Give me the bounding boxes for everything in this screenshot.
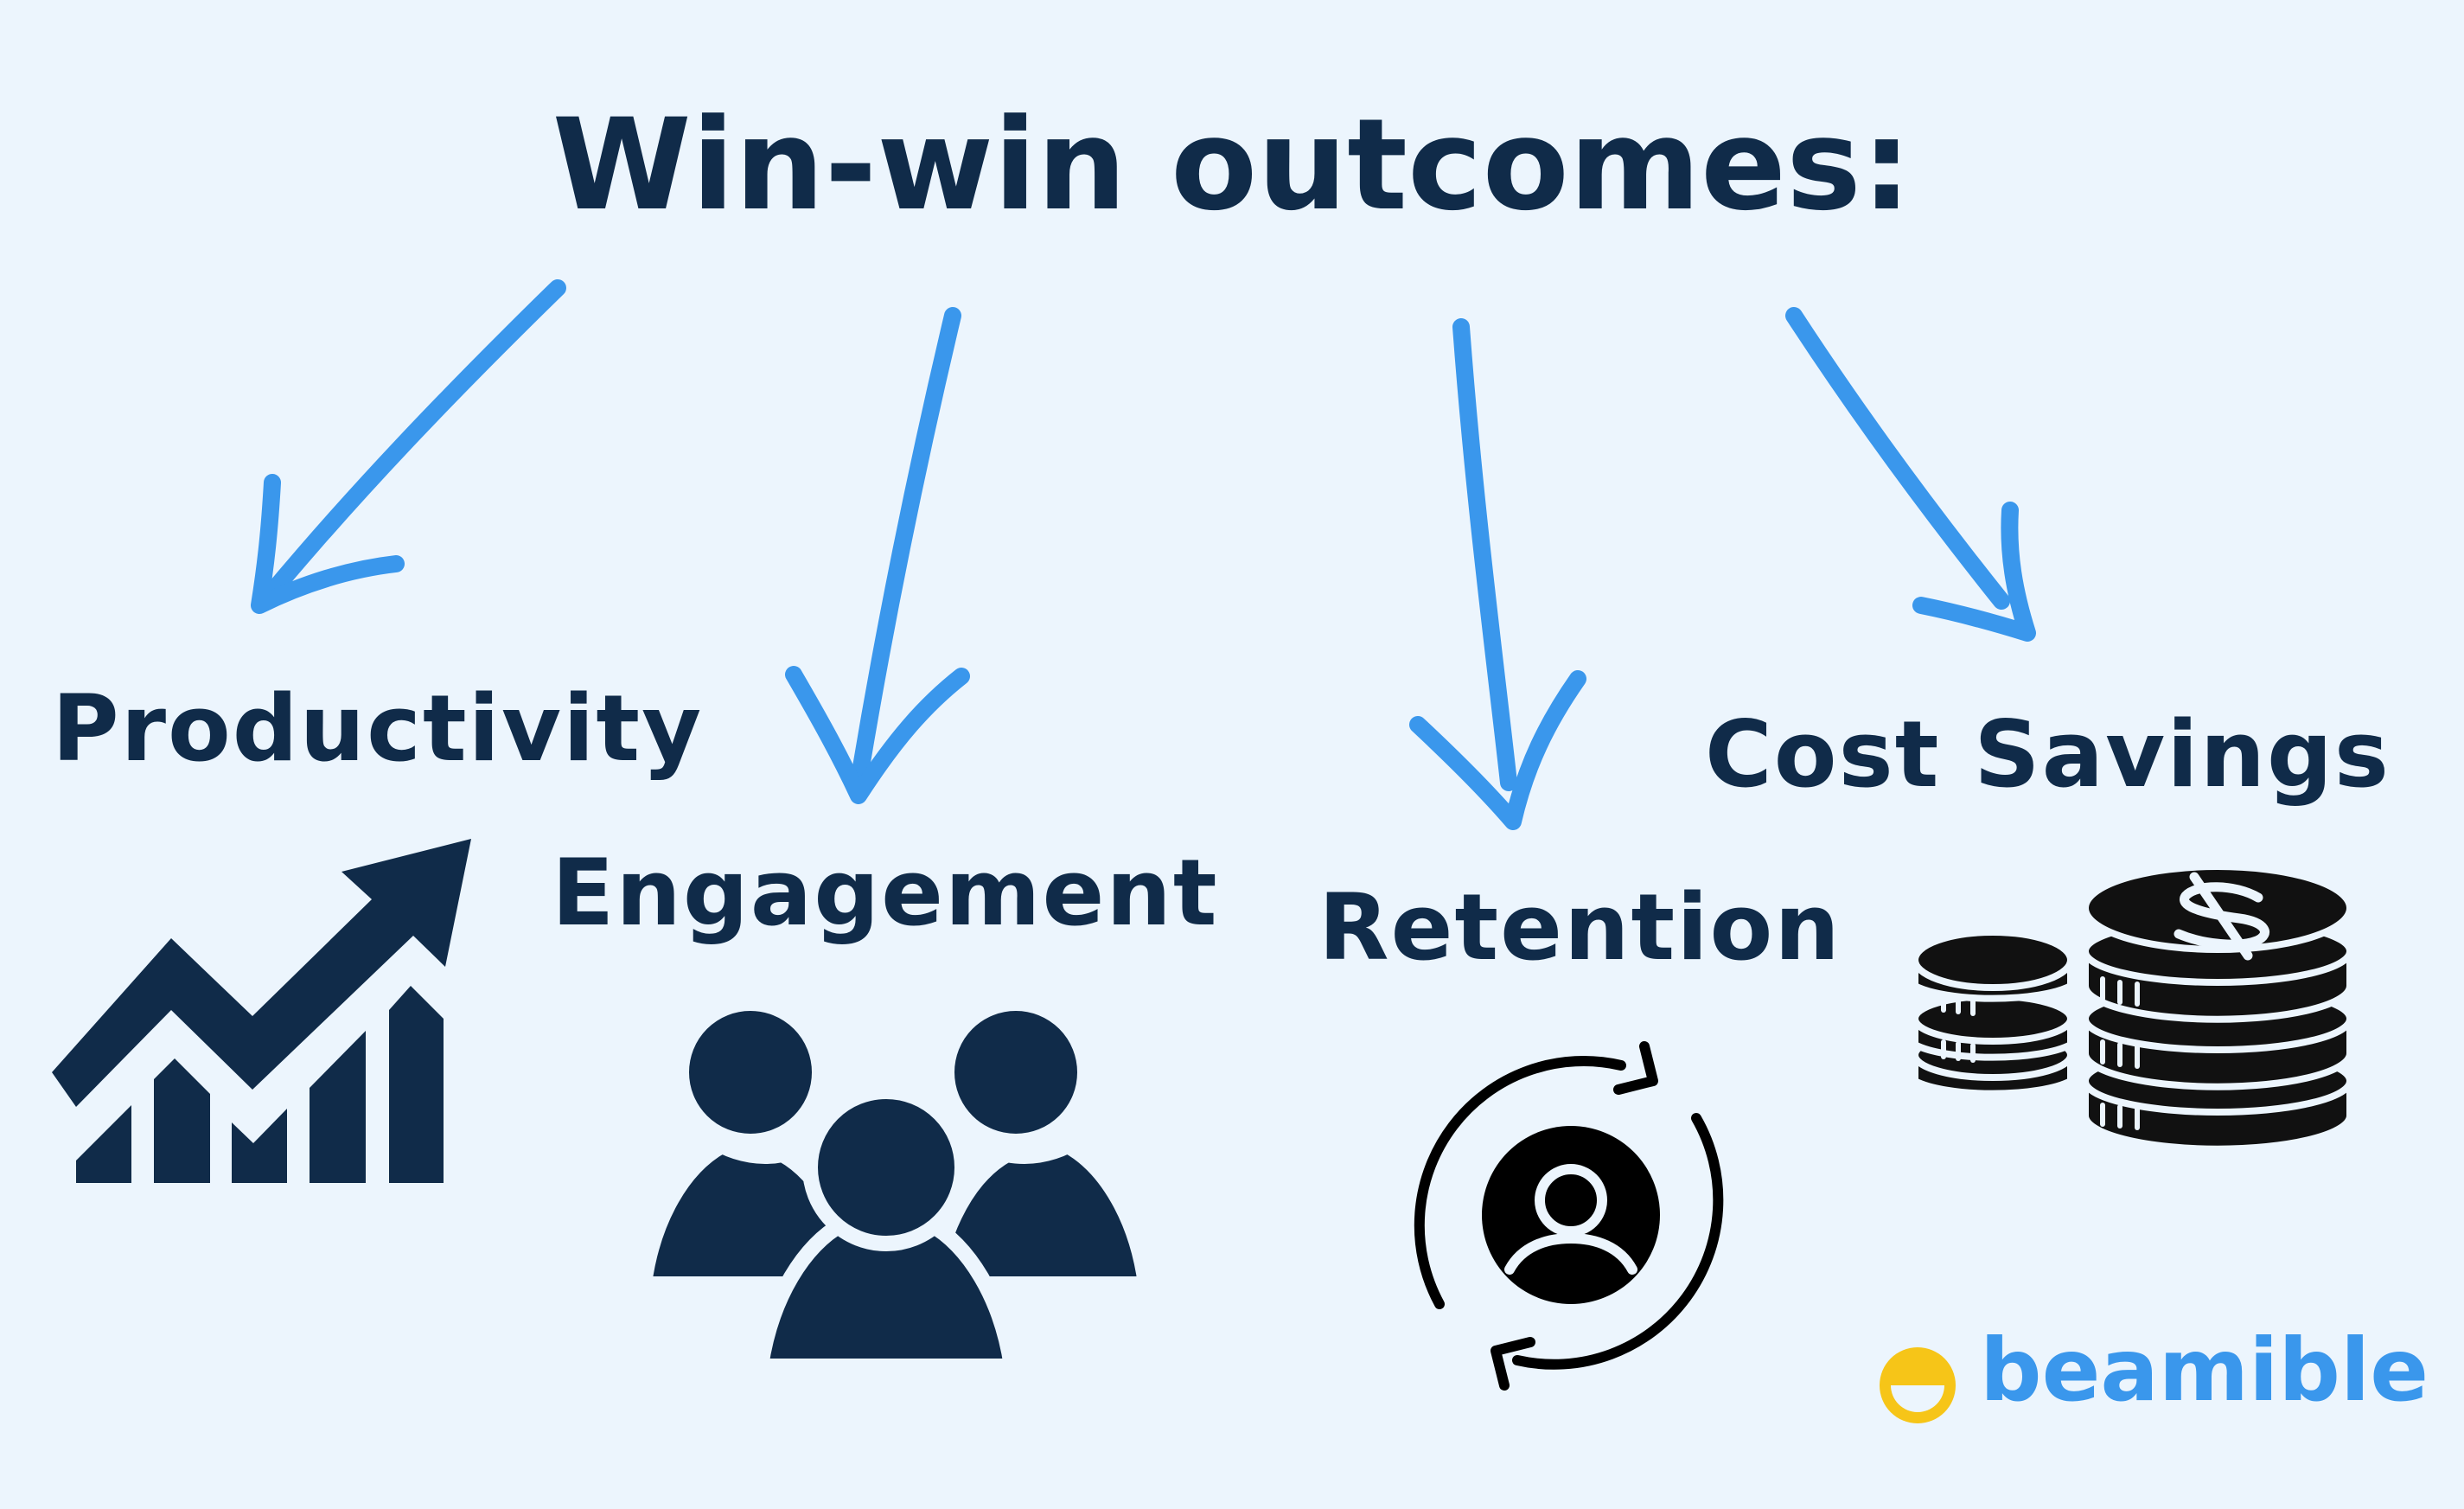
arrow-to-retention <box>1409 318 1586 830</box>
growth-chart-icon <box>52 839 471 1183</box>
arrow-to-engagement <box>785 307 970 804</box>
outcome-label-cost-savings: Cost Savings <box>1705 701 2391 808</box>
people-group-icon <box>635 995 1155 1374</box>
page-title: Win-win outcomes: <box>552 92 1912 239</box>
arrow-to-cost-savings <box>1785 307 2036 642</box>
outcome-label-productivity: Productivity <box>52 675 704 782</box>
brand-name: beamible <box>1980 1320 2429 1421</box>
arrow-to-productivity <box>251 279 566 614</box>
smile-logo-icon <box>1880 1347 1956 1423</box>
outcome-label-retention: Retention <box>1318 874 1842 981</box>
outcome-label-engagement: Engagement <box>552 840 1219 946</box>
person-cycle-icon <box>1414 1041 1724 1391</box>
coin-stacks-icon <box>1912 863 2353 1153</box>
